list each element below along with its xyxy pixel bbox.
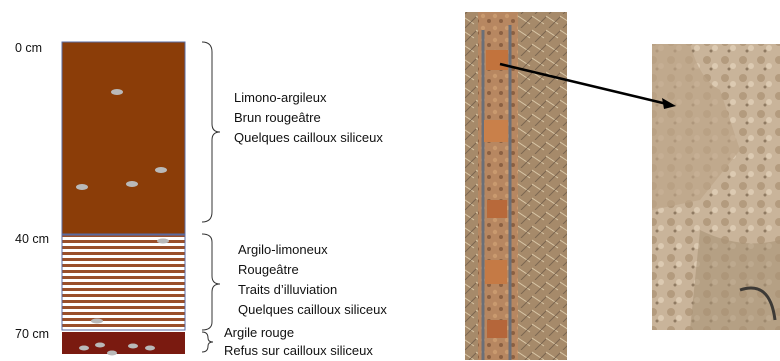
horizon-2-line-1: Argilo-limoneux [238,240,387,260]
horizon-3-description: Argile rouge Refus sur cailloux siliceux [224,324,373,360]
horizon-1-description: Limono-argileux Brun rougeâtre Quelques … [234,88,383,148]
horizon-1-line-2: Brun rougeâtre [234,108,383,128]
horizon-3-layer [62,332,185,354]
soil-closeup-photo [652,44,780,330]
horizon-2-line-4: Quelques cailloux siliceux [238,300,387,320]
horizon-2-line-3: Traits d’illuviation [238,280,387,300]
horizon-3-line-2: Refus sur cailloux siliceux [224,342,373,360]
brace-horizon-2 [202,234,220,330]
horizon-2-line-2: Rougeâtre [238,260,387,280]
horizon-1-line-1: Limono-argileux [234,88,383,108]
horizon-3-line-1: Argile rouge [224,324,373,342]
auger-core-photo [465,12,567,360]
brace-horizon-3 [202,332,213,352]
horizon-1-line-3: Quelques cailloux siliceux [234,128,383,148]
horizon-2-description: Argilo-limoneux Rougeâtre Traits d’illuv… [238,240,387,320]
brace-horizon-1 [202,42,220,222]
horizon-2-layer [62,235,185,330]
horizon-1-layer [62,42,185,234]
